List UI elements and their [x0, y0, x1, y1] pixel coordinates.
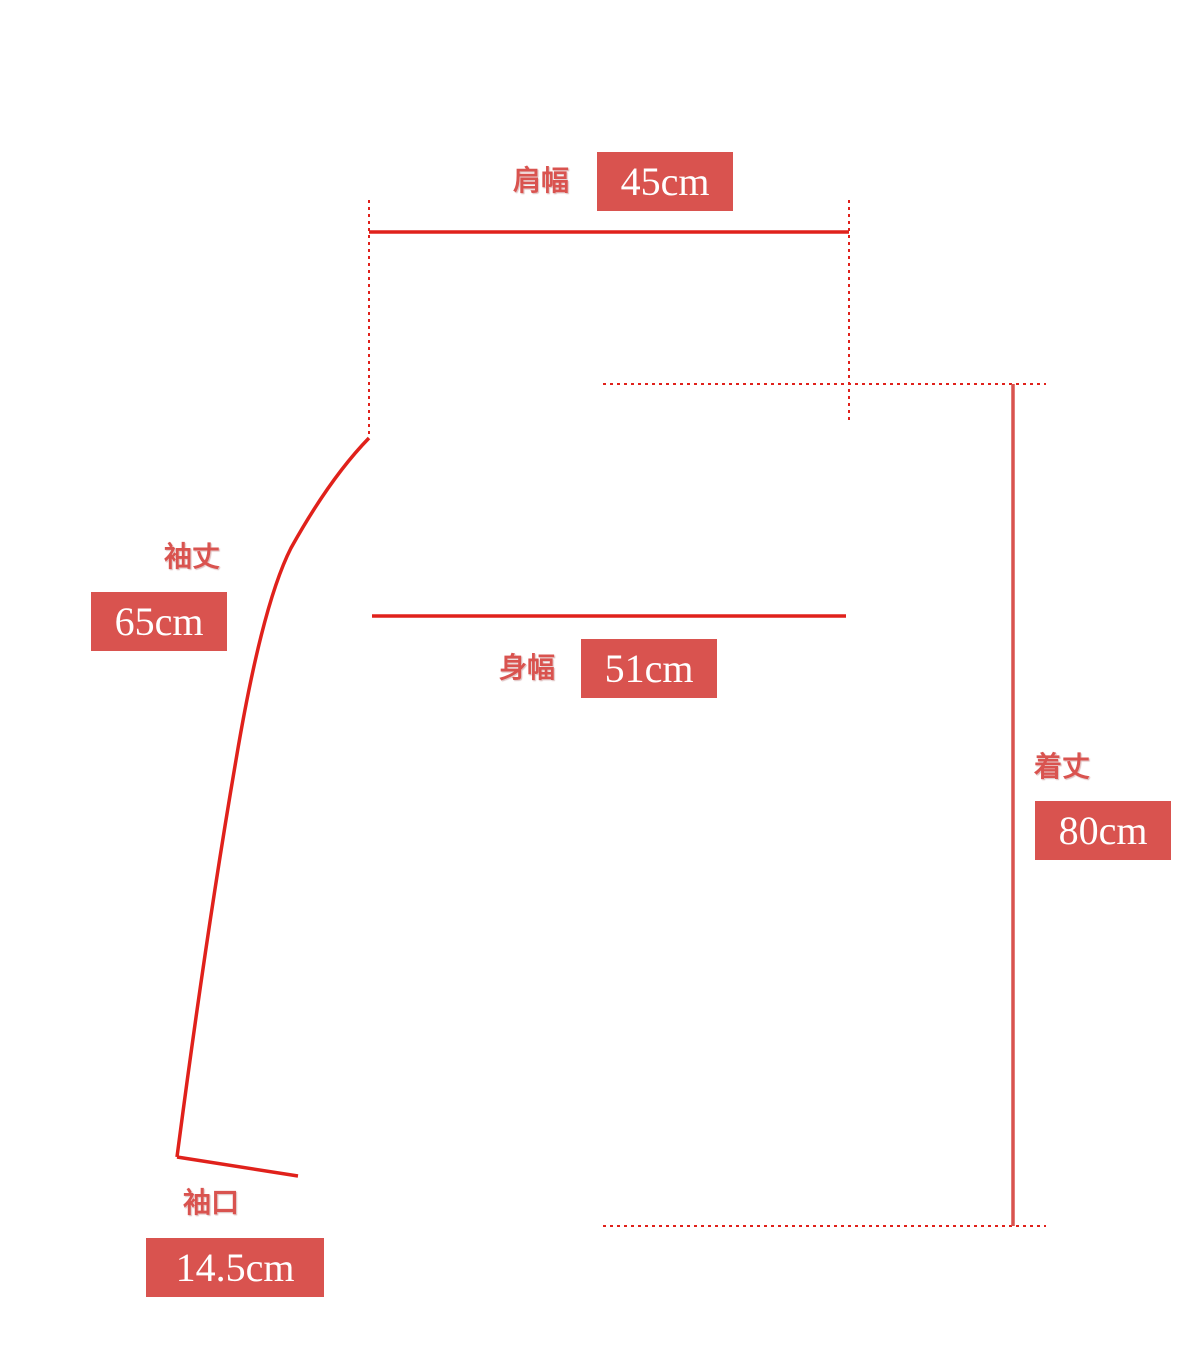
sleeve-opening-line	[176, 1155, 299, 1178]
body-width-value: 51cm	[581, 639, 717, 698]
body-width-label: 身幅	[499, 651, 556, 684]
shoulder-width-label: 肩幅	[513, 164, 570, 197]
total-length-value: 80cm	[1035, 801, 1171, 860]
sleeve-opening-value: 14.5cm	[146, 1238, 324, 1297]
sleeve-length-line	[175, 436, 371, 1158]
sleeve-length-value: 65cm	[91, 592, 227, 651]
shoulder-width-value: 45cm	[597, 152, 733, 211]
sleeve-opening-label: 袖口	[183, 1186, 240, 1219]
sleeve-length-label: 袖丈	[164, 540, 221, 573]
total-length-label: 着丈	[1034, 750, 1091, 783]
